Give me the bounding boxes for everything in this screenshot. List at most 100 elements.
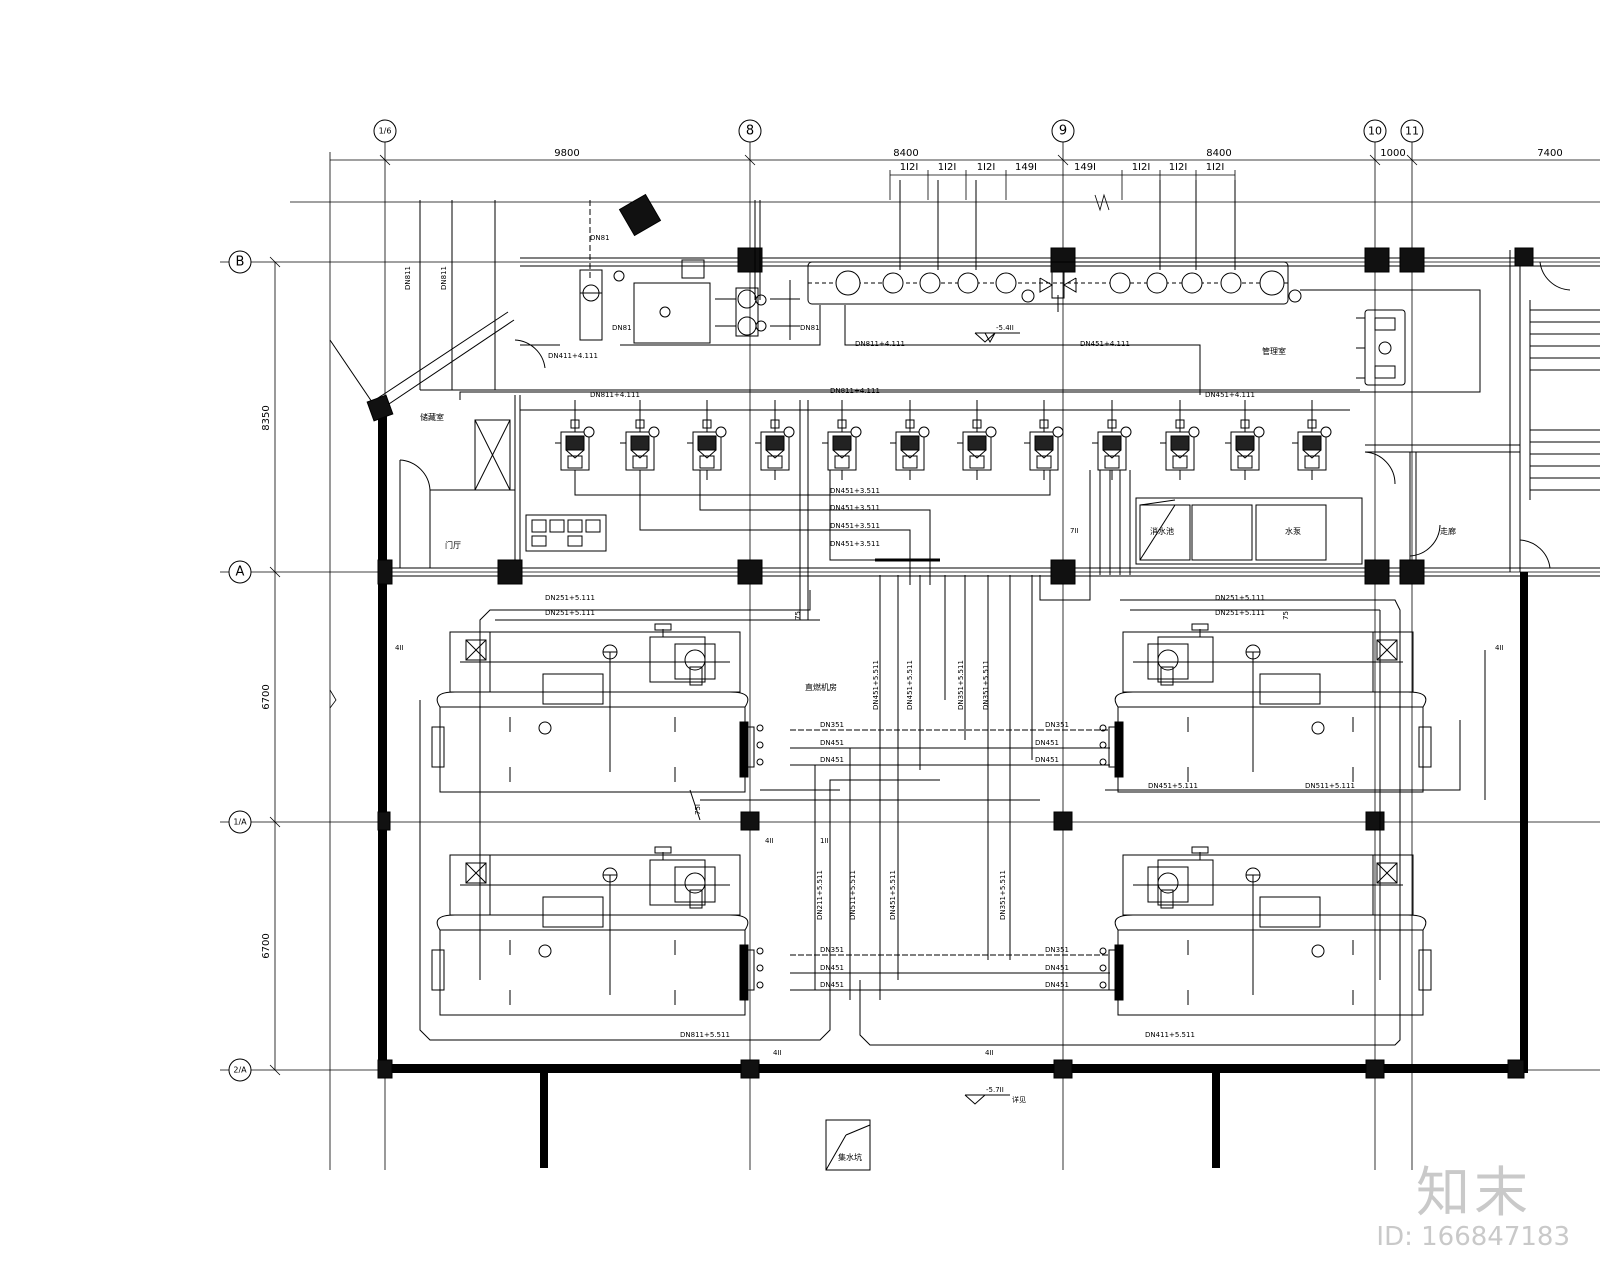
pipe-label: 4II bbox=[985, 1049, 994, 1057]
pipe-label: DN251+5.111 bbox=[1215, 609, 1265, 617]
pump-unit bbox=[1092, 400, 1132, 480]
pump-unit bbox=[1225, 400, 1265, 480]
pipe-label: 1II bbox=[820, 837, 829, 845]
level-upper: -5.4II bbox=[996, 324, 1014, 332]
pipe-label: DN351+5.511 bbox=[957, 660, 965, 710]
dim-small-5: 149I bbox=[1074, 162, 1096, 173]
dim-small-7: 1I2I bbox=[1169, 162, 1188, 173]
header-nozzles bbox=[835, 270, 1302, 303]
axis-bubbles bbox=[228, 119, 1424, 1082]
pipe-label: DN451+5.511 bbox=[906, 660, 914, 710]
chiller-unit bbox=[431, 623, 764, 793]
chiller-unit bbox=[1099, 846, 1432, 1016]
level-lower: -5.7II bbox=[986, 1086, 1004, 1094]
small-dims: 1I2I 1I2I 1I2I 149I 149I 1I2I 1I2I 1I2I bbox=[900, 162, 1225, 173]
pipe-label: DN451+5.111 bbox=[1148, 782, 1198, 790]
pipe-label: 4II bbox=[1495, 644, 1504, 652]
pump-unit bbox=[687, 400, 727, 480]
distribution-pipes bbox=[419, 400, 1486, 1046]
pipe-label: 7II bbox=[1070, 527, 1079, 535]
walls bbox=[378, 412, 1528, 1168]
axis-row-a: A bbox=[236, 565, 245, 580]
pump-unit bbox=[1024, 400, 1064, 480]
pipe-label: DN351 bbox=[1045, 721, 1069, 729]
pump-unit bbox=[755, 400, 795, 480]
pipe-labels: DN411+4.111 DN811+4.111 DN451+4.111 DN81… bbox=[395, 234, 1504, 1057]
pipe-label: DN211+5.511 bbox=[816, 870, 824, 920]
axis-col-10: 10 bbox=[1368, 125, 1382, 138]
pipe-label: DN81 bbox=[800, 324, 820, 332]
utility-boxes bbox=[1135, 497, 1363, 565]
filter-block bbox=[525, 514, 607, 552]
dim-top-3: 8400 bbox=[1206, 148, 1231, 159]
room-sump: 集水坑 bbox=[838, 1152, 862, 1162]
pipe-label: DN451+3.511 bbox=[830, 504, 880, 512]
room-chiller: 直燃机房 bbox=[805, 682, 837, 692]
pipe-label: DN351+5.511 bbox=[982, 660, 990, 710]
pipe-label: DN451+3.511 bbox=[830, 487, 880, 495]
dim-small-3: 1I2I bbox=[977, 162, 996, 173]
dim-small-6: 1I2I bbox=[1132, 162, 1151, 173]
pump-unit bbox=[1292, 400, 1332, 480]
pipe-label: DN811+5.511 bbox=[680, 1031, 730, 1039]
axis-col-8: 8 bbox=[746, 124, 754, 139]
axis-col-9: 9 bbox=[1059, 124, 1067, 139]
pipe-label: DN511+5.511 bbox=[849, 870, 857, 920]
pipe-label: DN351+5.511 bbox=[999, 870, 1007, 920]
pipe-label: DN81 bbox=[590, 234, 610, 242]
pipe-label: DN251+5.111 bbox=[1215, 594, 1265, 602]
chiller-unit bbox=[1099, 623, 1432, 793]
pipe-label: DN451 bbox=[820, 964, 844, 972]
pipe-label: DN811 bbox=[440, 266, 448, 290]
dim-small-2: 1I2I bbox=[938, 162, 957, 173]
dim-small-8: 1I2I bbox=[1206, 162, 1225, 173]
pipe-label: DN511+5.111 bbox=[1305, 782, 1355, 790]
dim-left-2: 6700 bbox=[261, 684, 272, 709]
pipe-label: 4II bbox=[765, 837, 774, 845]
pipe-label: DN411+5.511 bbox=[1145, 1031, 1195, 1039]
pump-unit bbox=[620, 400, 660, 480]
pump-unit bbox=[957, 400, 997, 480]
watermark-id: ID: 166847183 bbox=[1376, 1222, 1570, 1252]
pipe-label: DN451+4.111 bbox=[1080, 340, 1130, 348]
pump-unit bbox=[822, 400, 862, 480]
pipe-label: DN451 bbox=[1045, 964, 1069, 972]
water-treatment-equipment bbox=[579, 259, 800, 344]
top-header-pipes bbox=[419, 180, 1481, 411]
room-water-tank: 消水池 bbox=[1150, 526, 1174, 536]
expansion-tank bbox=[1356, 309, 1406, 386]
pipe-label: 75I bbox=[1282, 609, 1290, 620]
pipe-label: DN451 bbox=[820, 756, 844, 764]
pipe-label: DN411+4.111 bbox=[548, 352, 598, 360]
pipe-label: DN451 bbox=[820, 981, 844, 989]
columns bbox=[366, 193, 1534, 1079]
pipe-label: DN811 bbox=[404, 266, 412, 290]
room-lobby: 门厅 bbox=[445, 540, 461, 550]
pipe-label: DN451+5.511 bbox=[889, 870, 897, 920]
pipe-label: DN451+3.511 bbox=[830, 522, 880, 530]
dim-small-1: 1I2I bbox=[900, 162, 919, 173]
dim-top-5: 7400 bbox=[1537, 148, 1562, 159]
level-markers bbox=[964, 332, 1020, 1105]
axis-row-1a: 1/A bbox=[233, 818, 247, 827]
pipe-label: 75I bbox=[694, 804, 702, 815]
pipe-label: DN251+5.111 bbox=[545, 594, 595, 602]
pipe-label: DN451+4.111 bbox=[1205, 391, 1255, 399]
pipe-label: DN451+5.511 bbox=[872, 660, 880, 710]
pipe-label: 4II bbox=[773, 1049, 782, 1057]
pump-unit bbox=[1160, 400, 1200, 480]
valve-cluster bbox=[1039, 271, 1077, 312]
pipe-label: 75I bbox=[794, 609, 802, 620]
watermark-logo: 知末 bbox=[1416, 1161, 1532, 1224]
dim-left-1: 8350 bbox=[261, 405, 272, 430]
pump-row bbox=[555, 400, 1332, 480]
pump-unit bbox=[555, 400, 595, 480]
pipe-label: DN351 bbox=[820, 721, 844, 729]
pipe-label: DN351 bbox=[1045, 946, 1069, 954]
room-manage: 管理室 bbox=[1262, 346, 1286, 356]
dim-top-1: 9800 bbox=[554, 148, 579, 159]
pipe-label: DN451 bbox=[820, 739, 844, 747]
pipe-label: DN811+4.111 bbox=[830, 387, 880, 395]
chillers bbox=[431, 623, 1432, 1016]
